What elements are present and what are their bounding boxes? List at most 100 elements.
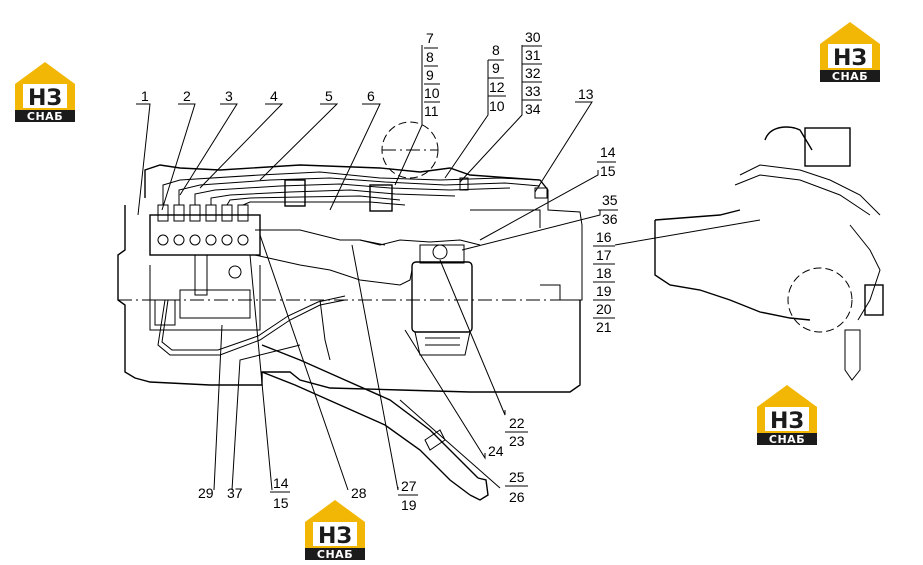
callout-19a: 19 <box>596 283 612 299</box>
leader-4 <box>199 103 284 189</box>
logo-name-text: СНАБ <box>27 110 63 123</box>
side-outline-top <box>654 209 741 221</box>
side-hp-lines <box>734 174 871 216</box>
callout-10a: 10 <box>424 85 440 101</box>
injection-pump <box>149 204 261 296</box>
logo-mark-text: НЗ <box>28 86 62 111</box>
side-pump <box>864 284 884 316</box>
callout-18: 18 <box>596 265 612 281</box>
lp-line-4 <box>161 295 346 351</box>
callout-13: 13 <box>578 86 594 102</box>
logo-mark-text: НЗ <box>833 46 867 71</box>
hp-line-4 <box>210 189 456 205</box>
engine-head-line <box>359 239 481 246</box>
callout-20: 20 <box>596 301 612 317</box>
pump-valve-3 <box>189 234 201 246</box>
logo-name-text: СНАБ <box>317 548 353 561</box>
callout-3: 3 <box>225 88 233 104</box>
callout-12: 12 <box>489 79 505 95</box>
callout-9b: 9 <box>492 60 500 76</box>
callout-35: 35 <box>602 192 618 208</box>
pipe-upper-edge <box>261 344 479 479</box>
lp-line-2 <box>254 254 413 286</box>
hp-line-5 <box>226 195 401 206</box>
logo-inner-panel <box>23 84 67 108</box>
pipe-end-cap <box>469 477 489 501</box>
detail-circle <box>381 121 439 179</box>
callout-37: 37 <box>227 485 243 501</box>
callout-14b: 14 <box>273 475 289 491</box>
leader-16 <box>614 219 761 246</box>
callout-15b: 15 <box>273 495 289 511</box>
filter-bleed-screw <box>432 244 448 260</box>
side-filter-line <box>849 224 881 321</box>
leader-24 <box>404 329 486 460</box>
side-rocker-cover <box>739 164 881 216</box>
logo-name-bar <box>820 70 880 82</box>
callout-8a: 8 <box>426 49 434 65</box>
hp-line-6 <box>242 201 406 206</box>
callout-9a: 9 <box>426 67 434 83</box>
leader-27-19 <box>351 244 399 491</box>
callout-23: 23 <box>509 433 525 449</box>
callout-21: 21 <box>596 319 612 335</box>
callout-10b: 10 <box>489 98 505 114</box>
leader-22-23 <box>439 259 506 416</box>
logo-top-left: НЗ СНАБ <box>15 62 75 123</box>
line-clamp-1 <box>284 179 306 207</box>
callout-14a: 14 <box>600 144 616 160</box>
fuel-filter <box>411 244 473 356</box>
lp-line-3 <box>157 299 346 356</box>
leader-25-26 <box>399 399 501 489</box>
leader-8-10 <box>444 60 489 179</box>
side-air-box <box>804 127 851 167</box>
side-injector <box>844 329 861 381</box>
pump-bolt <box>228 265 242 279</box>
pump-housing-outline <box>149 265 261 331</box>
callout-27: 27 <box>401 478 417 494</box>
callout-7: 7 <box>426 30 434 46</box>
callout-11: 11 <box>424 103 439 119</box>
side-detail-circle <box>787 267 853 333</box>
logo-inner-panel <box>313 522 357 546</box>
pump-valve-4 <box>205 234 217 246</box>
callout-36: 36 <box>602 211 618 227</box>
callout-8b: 8 <box>492 42 500 58</box>
side-elbow <box>764 126 813 151</box>
leader-1 <box>136 103 151 216</box>
callout-32: 32 <box>525 65 541 81</box>
hp-line-3 <box>194 183 511 205</box>
callout-6: 6 <box>367 88 375 104</box>
logo-inner-panel <box>828 44 872 68</box>
leader-14-15-top <box>479 170 599 241</box>
leader-2 <box>161 103 196 211</box>
pump-element-6 <box>237 204 249 222</box>
pump-element-4 <box>205 204 217 222</box>
pump-element-5 <box>221 204 233 222</box>
callout-34: 34 <box>525 101 541 117</box>
pump-valve-5 <box>221 234 233 246</box>
callout-25: 25 <box>509 469 525 485</box>
logo-name-text: СНАБ <box>769 433 805 446</box>
callout-24: 24 <box>488 443 504 459</box>
engine-outline-right <box>540 190 583 301</box>
leader-13 <box>534 101 593 193</box>
filter-bowl <box>414 331 471 356</box>
leader-29 <box>213 324 223 491</box>
pump-element-3 <box>189 204 201 222</box>
pump-flange <box>154 299 176 326</box>
logo-middle-right: НЗ СНАБ <box>757 385 817 446</box>
callout-30: 30 <box>525 29 541 45</box>
callout-1: 1 <box>141 88 149 104</box>
callout-31: 31 <box>525 47 541 63</box>
leader-14-15-bottom <box>249 254 273 491</box>
pump-valve-1 <box>157 234 169 246</box>
low-pressure-lines <box>157 229 413 361</box>
leader-5 <box>259 103 339 181</box>
logo-name-text: СНАБ <box>832 70 868 83</box>
side-outline-lower <box>654 220 811 321</box>
lower-pipe <box>261 344 489 501</box>
leader-30-34 <box>459 45 523 183</box>
callout-26: 26 <box>509 489 525 505</box>
logo-name-bar <box>15 110 75 122</box>
